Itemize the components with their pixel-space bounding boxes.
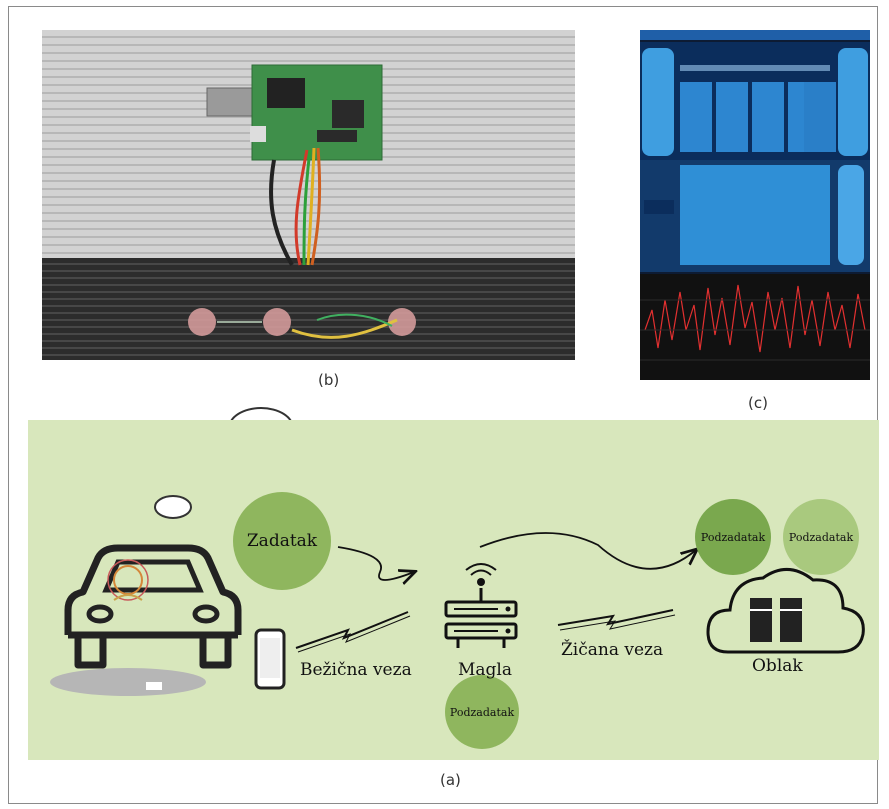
wireless-lightning-icon xyxy=(295,611,409,649)
fog-label: Magla xyxy=(458,660,512,680)
figure-frame xyxy=(8,6,878,804)
subtask-bubble-right: Podzadatak xyxy=(783,499,859,575)
hardware-photo xyxy=(42,30,575,360)
wired-lightning-icon xyxy=(557,609,674,626)
app-screen-illustration xyxy=(640,30,870,380)
arrow-fog-to-cloud xyxy=(479,532,696,570)
subtask-bottom-label: Podzadatak xyxy=(449,705,515,719)
cloud-label: Oblak xyxy=(752,656,803,676)
cloud-icon xyxy=(706,568,865,654)
subtask-bubble-left: Podzadatak xyxy=(695,499,771,575)
task-label: Zadatak xyxy=(246,531,318,551)
car-icon xyxy=(50,544,242,696)
caption-b: (b) xyxy=(318,371,340,389)
circuit-board-illustration xyxy=(188,64,416,339)
diagram-illustration xyxy=(50,495,865,696)
wired-link-label: Žičana veza xyxy=(561,640,664,660)
task-bubble: Zadatak xyxy=(233,492,331,590)
smartphone-icon xyxy=(254,628,286,690)
phone-app-screenshot xyxy=(640,30,870,380)
caption-a: (a) xyxy=(440,771,461,789)
wireless-link-label: Bežična veza xyxy=(300,660,412,680)
subtask-left-label: Podzadatak xyxy=(700,530,766,544)
caption-c: (c) xyxy=(748,394,768,412)
subtask-bubble-bottom: Podzadatak xyxy=(445,675,519,749)
arrow-task-to-fog xyxy=(337,546,414,580)
subtask-right-label: Podzadatak xyxy=(788,530,854,544)
fog-computing-diagram: Zadatak Podzadatak Podzadatak Podzadatak… xyxy=(28,420,879,760)
router-icon xyxy=(444,563,518,648)
photo-desk xyxy=(42,258,575,360)
